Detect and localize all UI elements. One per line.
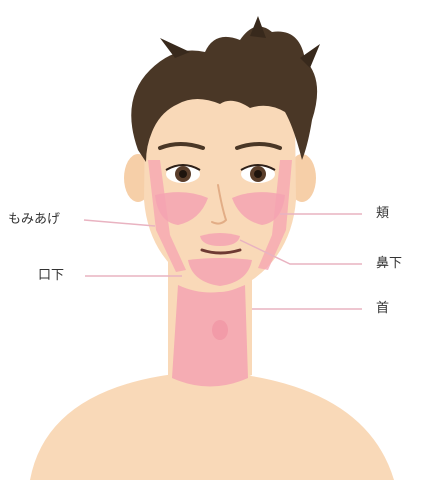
sideburns-leader (84, 220, 155, 226)
right-eye-pupil (254, 170, 262, 178)
neck-area (172, 285, 248, 387)
shoulders (30, 372, 394, 480)
label-sideburns: もみあげ (8, 212, 60, 227)
adams-apple (212, 320, 228, 340)
label-under-nose: 鼻下 (376, 256, 402, 271)
label-under-mouth: 口下 (38, 268, 64, 283)
label-cheek: 頬 (376, 206, 389, 221)
left-eye-pupil (179, 170, 187, 178)
label-neck: 首 (376, 301, 389, 316)
